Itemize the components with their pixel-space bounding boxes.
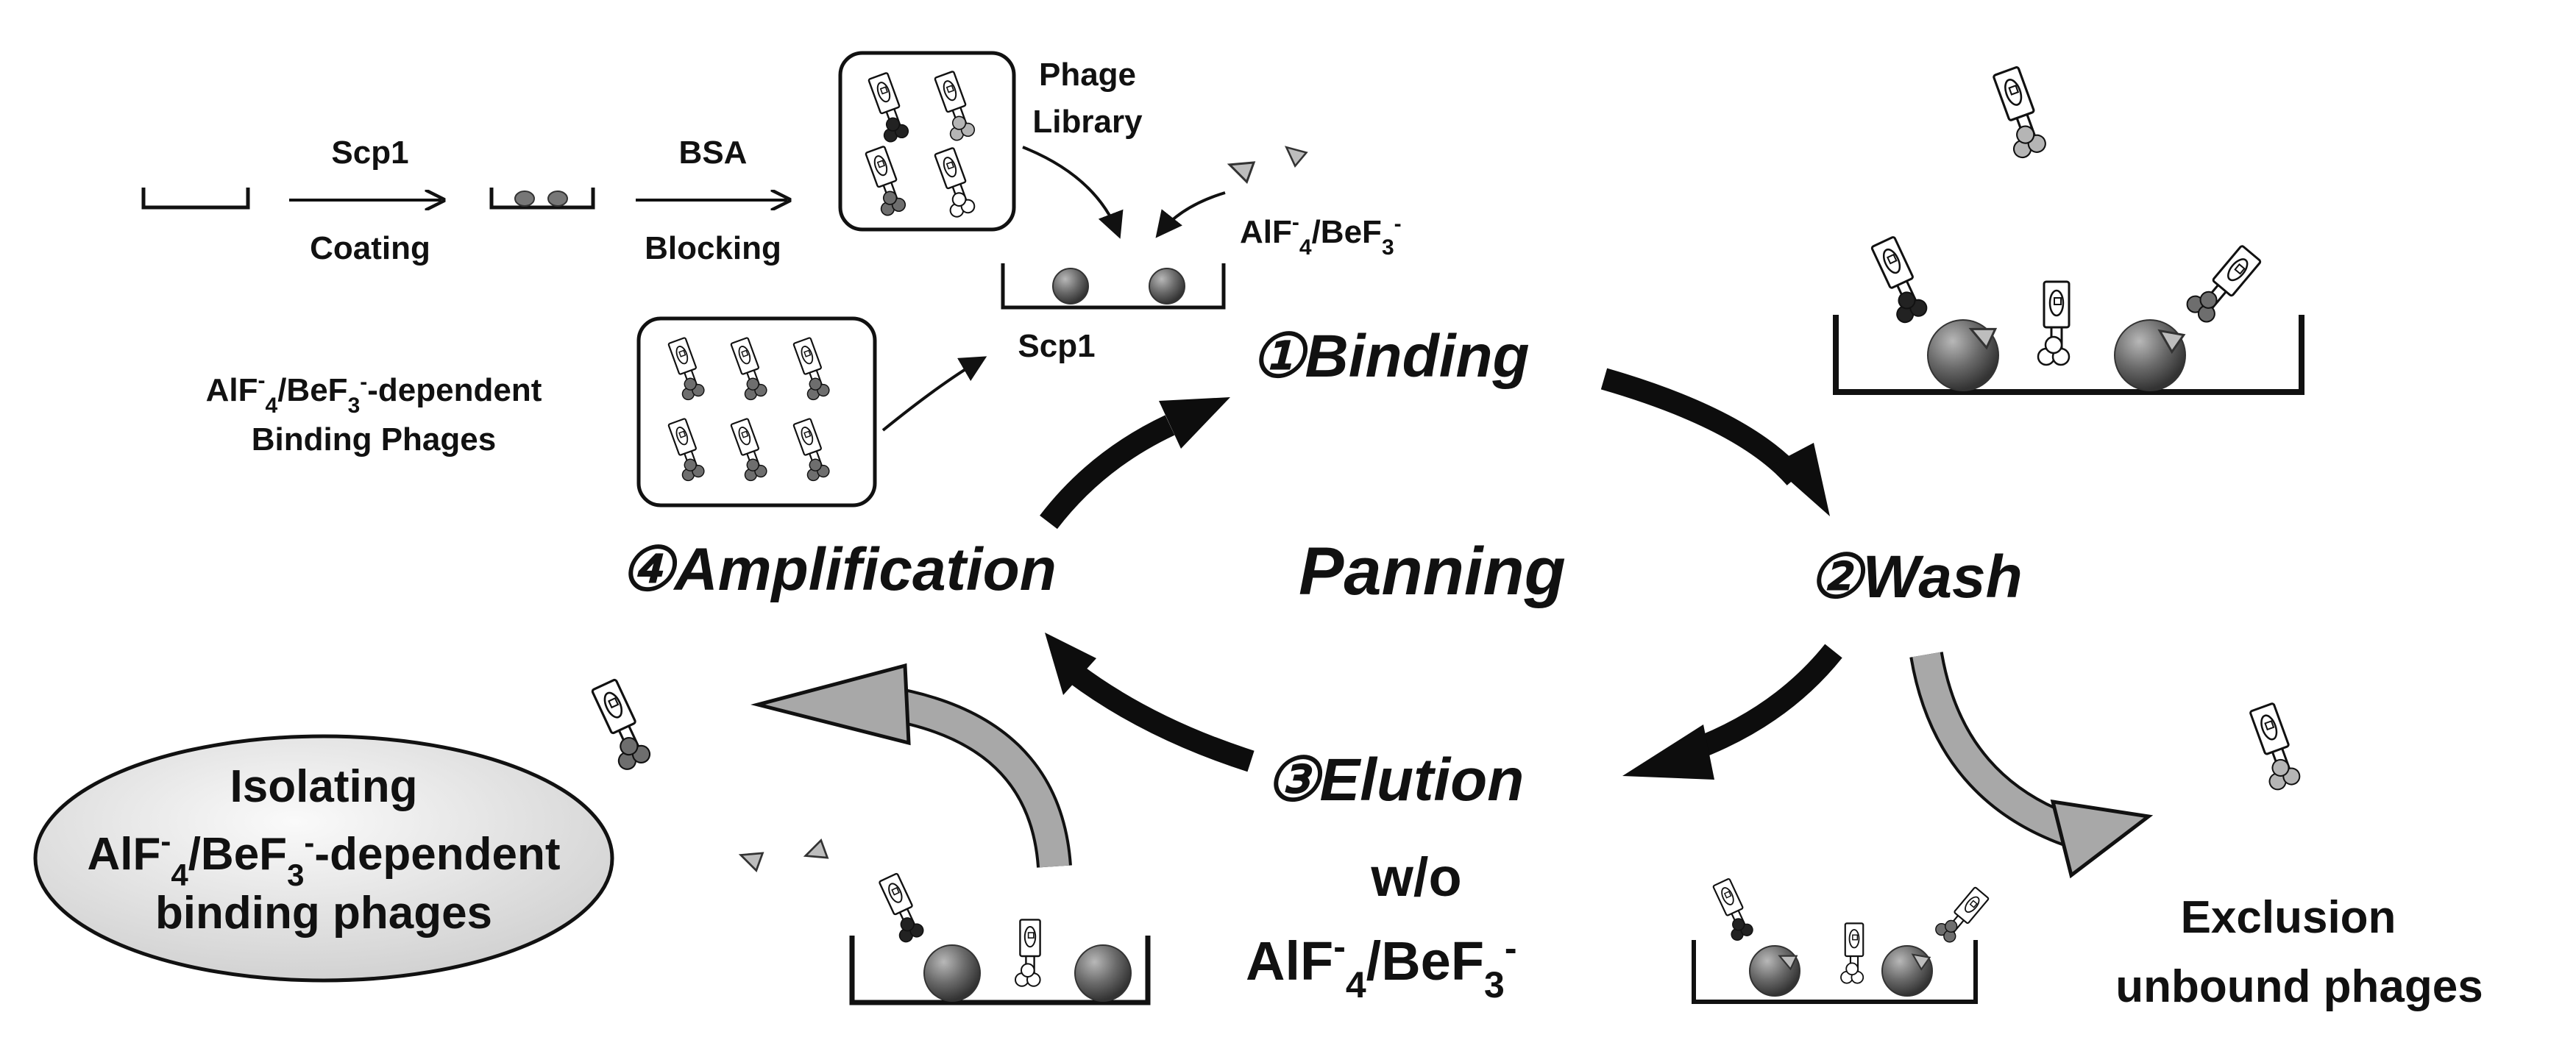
arrow-wash-to-elution <box>1622 644 1842 780</box>
coated-well-icon <box>489 188 595 210</box>
dependent-phages-box <box>636 316 877 508</box>
elution-well-illustration <box>849 872 1151 1005</box>
exclusion-label-2: unbound phages <box>2115 961 2483 1012</box>
dependent-label-2: Binding Phages <box>252 421 496 457</box>
exclusion-label-1: Exclusion <box>2181 892 2396 943</box>
phage-library-label-1: Phage <box>1039 57 1136 93</box>
unbound-phage-illustration <box>2243 702 2303 793</box>
step-amplification: ④Amplification <box>620 536 1057 603</box>
arrow-elution-to-amplification <box>1045 633 1255 772</box>
binding-well-illustration <box>1833 65 2304 395</box>
scp1-label: Scp1 <box>331 135 408 171</box>
wash-gray-arrow <box>1909 652 2154 879</box>
isolating-label-3: binding phages <box>155 888 492 939</box>
panning-label: Panning <box>1299 534 1566 609</box>
isolating-label-1: Isolating <box>230 761 418 812</box>
scp1-well-icon <box>1001 263 1226 310</box>
scp1-well-label: Scp1 <box>1018 328 1095 364</box>
ligand-triangles-top <box>1224 139 1307 183</box>
dependent-to-well-arrow <box>881 356 987 432</box>
step-elution: ③Elution <box>1266 747 1524 813</box>
dependent-label-1: AlF-4/BeF3--dependent <box>206 368 542 418</box>
phage-library-label-2: Library <box>1032 104 1143 140</box>
blocking-label: Blocking <box>645 230 781 266</box>
step-wash: ②Wash <box>1809 544 2023 610</box>
wo-alf-label: AlF-4/BeF3- <box>1246 926 1517 1005</box>
elution-gray-arrow <box>751 663 1072 868</box>
bsa-label: BSA <box>679 135 748 171</box>
ligand-to-well-arrow <box>1155 191 1226 238</box>
step-binding: ①Binding <box>1251 323 1530 390</box>
isolating-ellipse <box>33 734 614 983</box>
empty-well-icon <box>141 188 250 210</box>
wo-label: w/o <box>1370 847 1461 908</box>
washed-well-illustration <box>1692 877 1990 1004</box>
phage-library-box <box>838 51 1016 232</box>
arrow-amplification-to-binding <box>1040 397 1230 530</box>
arrow-binding-to-wash <box>1600 368 1830 516</box>
alf-label-top: AlF-4/BeF3- <box>1240 210 1402 260</box>
library-to-well-arrow <box>1022 146 1124 239</box>
coating-label: Coating <box>310 230 430 266</box>
